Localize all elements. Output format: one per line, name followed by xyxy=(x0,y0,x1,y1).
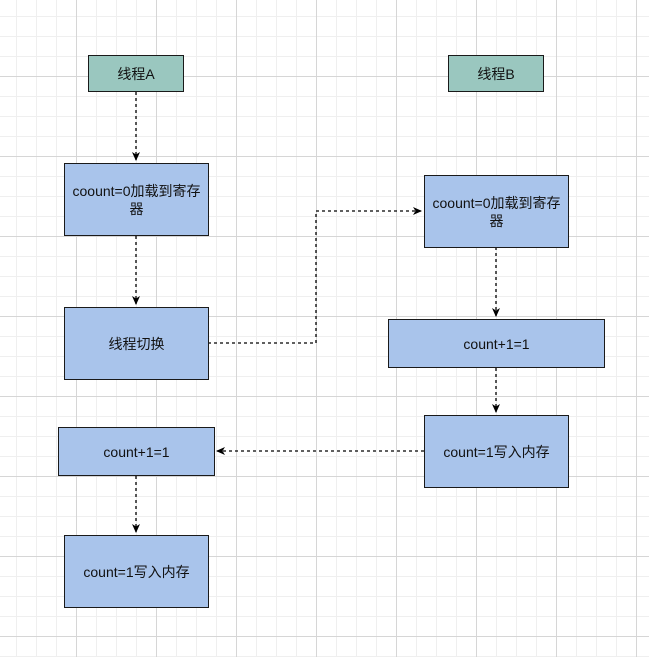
thread-a-switch-label: 线程切换 xyxy=(108,335,165,352)
thread-a-header: 线程A xyxy=(88,55,184,92)
thread-b-header-label: 线程B xyxy=(477,65,515,82)
thread-a-header-label: 线程A xyxy=(117,65,155,82)
thread-a-load-label: coount=0加载到寄存器 xyxy=(72,182,201,217)
thread-b-load-label: coount=0加载到寄存器 xyxy=(432,194,561,229)
thread-a-switch-node: 线程切换 xyxy=(64,307,209,380)
thread-a-add-node: count+1=1 xyxy=(58,427,215,476)
thread-b-write-label: count=1写入内存 xyxy=(443,443,550,460)
thread-b-header: 线程B xyxy=(448,55,544,92)
thread-b-add-label: count+1=1 xyxy=(463,335,530,352)
thread-a-load-node: coount=0加载到寄存器 xyxy=(64,163,209,236)
thread-b-write-node: count=1写入内存 xyxy=(424,415,569,488)
thread-b-add-node: count+1=1 xyxy=(388,319,605,368)
thread-a-write-label: count=1写入内存 xyxy=(83,563,190,580)
thread-a-add-label: count+1=1 xyxy=(103,443,170,460)
thread-a-write-node: count=1写入内存 xyxy=(64,535,209,608)
thread-b-load-node: coount=0加载到寄存器 xyxy=(424,175,569,248)
